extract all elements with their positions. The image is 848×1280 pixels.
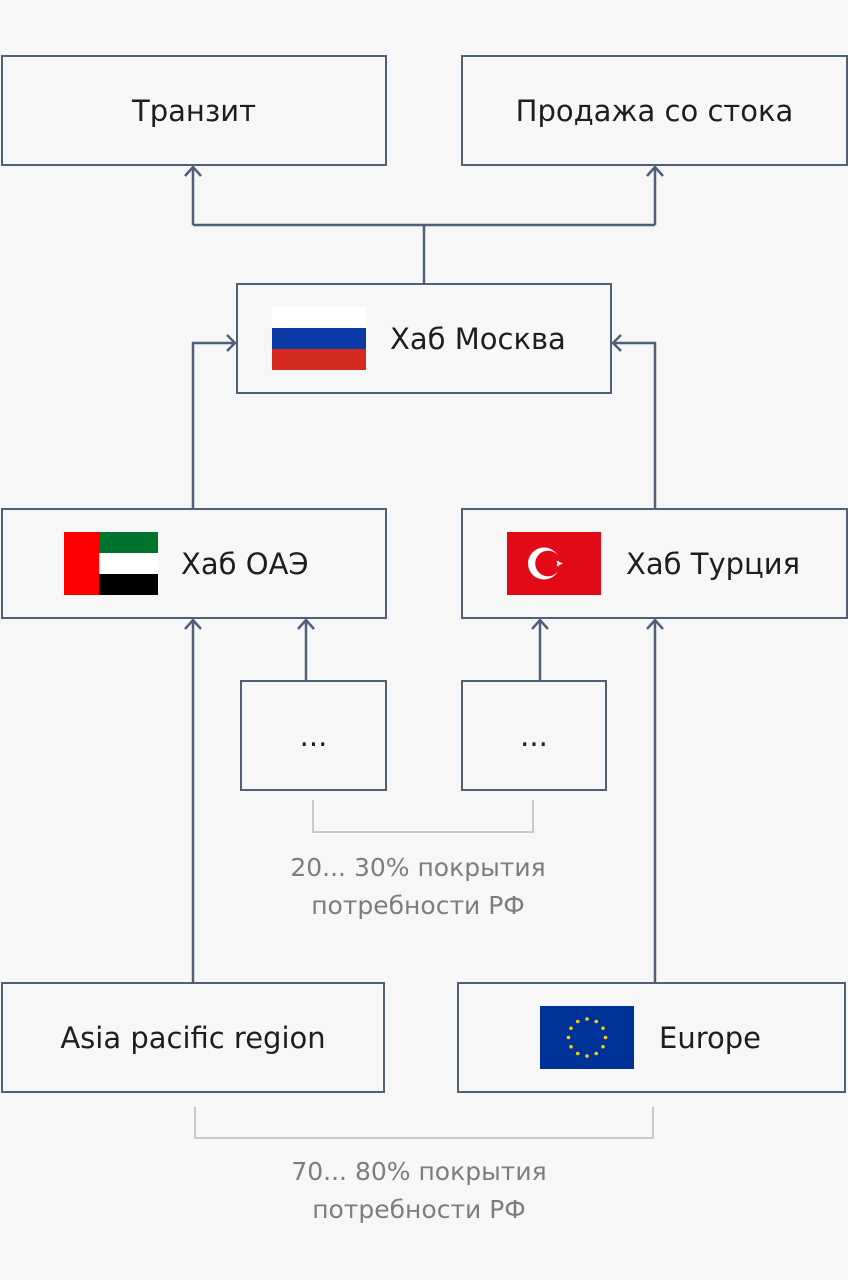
connector-moscow-to-outputs: [191, 167, 657, 283]
connector-uae-to-moscow: [191, 334, 237, 508]
hubs-coverage-note: 20... 30% покрытия потребности РФ: [268, 849, 568, 925]
hubs-coverage-line1: 20... 30% покрытия: [290, 853, 546, 882]
other-hub-box-2: ...: [461, 680, 607, 791]
connector-other1-to-uae: [297, 618, 315, 680]
other-hub-label-2: ...: [520, 718, 548, 753]
direct-coverage-line2: потребности РФ: [312, 1195, 526, 1224]
uae-flag-icon: [64, 532, 158, 595]
connector-other2-to-turkey: [531, 618, 549, 680]
connector-asia-to-uae: [184, 618, 202, 982]
transit-box: Транзит: [1, 55, 387, 166]
direct-coverage-note: 70... 80% покрытия потребности РФ: [269, 1153, 569, 1229]
other-hub-box-1: ...: [240, 680, 387, 791]
bracket-direct: [194, 1107, 654, 1139]
connector-turkey-to-moscow: [611, 334, 657, 508]
europe-box: Europe: [457, 982, 846, 1093]
hub-turkey-label: Хаб Турция: [626, 546, 801, 581]
stock-sale-label: Продажа со стока: [515, 93, 794, 128]
stock-sale-box: Продажа со стока: [461, 55, 848, 166]
hub-turkey-box: Хаб Турция: [461, 508, 848, 619]
hub-moscow-box: Хаб Москва: [236, 283, 612, 394]
connector-europe-to-turkey: [646, 618, 664, 982]
turkey-flag-icon: [507, 532, 601, 595]
bracket-hubs: [312, 800, 534, 833]
eu-flag-icon: [540, 1006, 634, 1069]
asia-label: Asia pacific region: [60, 1020, 326, 1055]
other-hub-label-1: ...: [299, 718, 328, 753]
europe-label: Europe: [659, 1020, 761, 1055]
transit-label: Транзит: [131, 93, 256, 128]
arrowheads-top: [184, 165, 664, 177]
asia-box: Asia pacific region: [1, 982, 385, 1093]
hub-uae-box: Хаб ОАЭ: [1, 508, 387, 619]
direct-coverage-line1: 70... 80% покрытия: [291, 1157, 547, 1186]
russia-flag-icon: [272, 307, 366, 370]
hub-moscow-label: Хаб Москва: [390, 321, 566, 356]
hubs-coverage-line2: потребности РФ: [311, 891, 525, 920]
hub-uae-label: Хаб ОАЭ: [181, 546, 309, 581]
